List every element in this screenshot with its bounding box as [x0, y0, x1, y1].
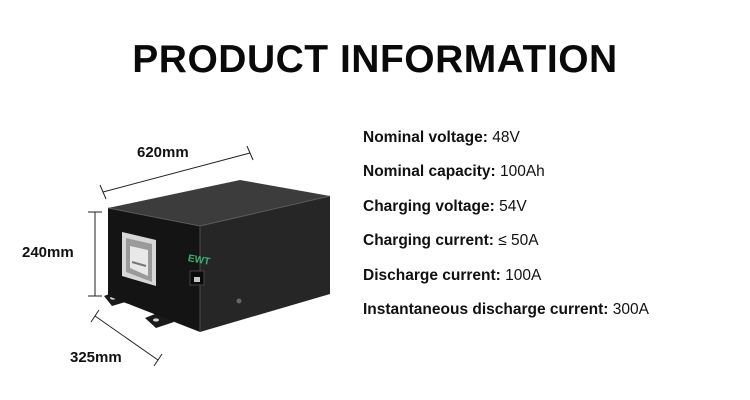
- spec-row-nominal-capacity: Nominal capacity: 100Ah: [363, 162, 743, 196]
- spec-value: 54V: [499, 197, 527, 215]
- width-dimension-line: [90, 309, 163, 367]
- power-switch-icon: [189, 270, 205, 286]
- spec-value: 100Ah: [499, 163, 545, 181]
- spec-list: Nominal voltage: 48V Nominal capacity: 1…: [363, 128, 743, 334]
- height-label: 240mm: [22, 244, 74, 261]
- battery-drawing: EWT: [88, 145, 331, 367]
- spec-row-charging-current: Charging current: ≤ 50A: [363, 231, 743, 265]
- length-label: 620mm: [137, 144, 189, 161]
- handle-icon: [122, 232, 156, 286]
- spec-value: 100A: [505, 266, 542, 284]
- page-title: PRODUCT INFORMATION: [132, 38, 618, 81]
- spec-value: 300A: [612, 300, 649, 318]
- spec-key: Discharge current:: [363, 266, 501, 284]
- spec-row-nominal-voltage: Nominal voltage: 48V: [363, 128, 743, 162]
- width-label: 325mm: [70, 349, 122, 366]
- length-dimension-line: [99, 145, 254, 200]
- product-illustration: EWT 620mm 240mm 325mm: [0, 120, 360, 380]
- spec-key: Nominal capacity:: [363, 163, 496, 181]
- spec-key: Instantaneous discharge current:: [363, 300, 609, 318]
- battery-side-face: [200, 196, 330, 332]
- brand-logo: EWT: [187, 253, 211, 268]
- spec-value: 48V: [492, 129, 520, 146]
- battery-top-face: [108, 180, 330, 226]
- spec-value: ≤ 50A: [498, 232, 539, 250]
- spec-row-instantaneous-discharge-current: Instantaneous discharge current: 300A: [363, 300, 743, 334]
- port-icon: [236, 298, 242, 304]
- spec-key: Charging current:: [363, 232, 494, 250]
- spec-key: Charging voltage:: [363, 197, 495, 215]
- height-dimension-line: [88, 211, 102, 297]
- spec-row-discharge-current: Discharge current: 100A: [363, 266, 743, 300]
- spec-row-charging-voltage: Charging voltage: 54V: [363, 197, 743, 231]
- spec-key: Nominal voltage:: [363, 129, 488, 146]
